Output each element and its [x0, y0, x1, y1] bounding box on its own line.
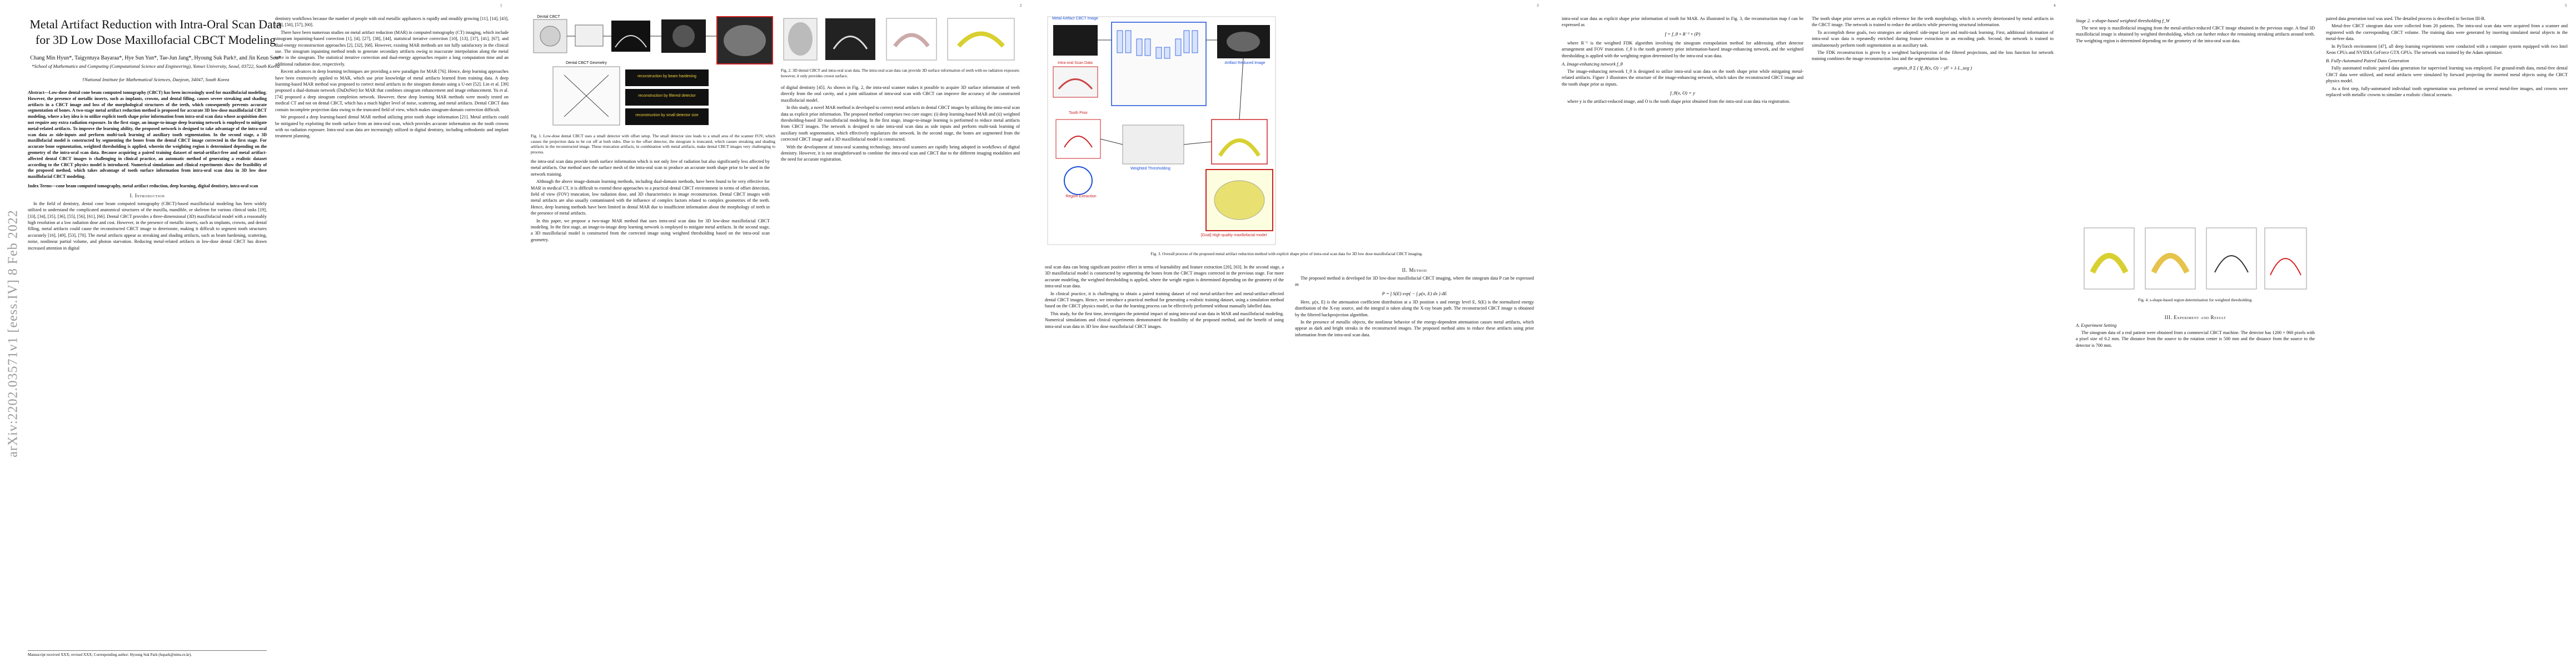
page-number: 1 — [500, 3, 502, 8]
section-experiment: III. Experiment and Result — [2164, 315, 2226, 320]
body-paragraph: intra-oral scan data as explicit shape p… — [1562, 16, 1803, 28]
page4-col1: intra-oral scan data as explicit shape p… — [1562, 16, 1803, 660]
body-paragraph: dentistry workflows because the number o… — [275, 16, 509, 28]
body-paragraph: paired data generation tool was used. Th… — [2326, 16, 2486, 21]
page-3: 3 Metal Artifact CBCT Image Intra-oral S… — [1037, 0, 1545, 667]
page5-col1: Stage 2. s-shape-based weighted threshol… — [2076, 16, 2315, 216]
intro-paragraph: In the field of dentistry, dental cone b… — [28, 201, 267, 251]
figure-2 — [783, 18, 1015, 61]
body-paragraph: In PyTorch environment [47], all deep le… — [2326, 43, 2568, 56]
fig1-label-beam: reconstruction by beam hardening — [637, 74, 696, 78]
body-paragraph: We proposed a deep learning-based dental… — [275, 115, 509, 139]
figure-3 — [1047, 16, 1276, 245]
page-1: 1 Metal Artifact Reduction with Intra-Or… — [22, 0, 511, 667]
subsection-paired-data: B. Fully-Automated Paired Data Generatio… — [2326, 58, 2409, 64]
subsection-a: A. Image-enhancing network f_θ — [1562, 62, 1623, 67]
body-paragraph: As a first step, fully-automated individ… — [2326, 86, 2568, 98]
page-number: 2 — [1020, 3, 1022, 8]
body-paragraph: Recent advances in deep learning techniq… — [275, 69, 509, 112]
body-paragraph: Metal-free CBCT sinogram data were colle… — [2326, 23, 2568, 42]
fig1-label-filter: reconstruction by filtered detector — [638, 94, 696, 98]
body-paragraph: Here, μ(x, E) is the attenuation coeffic… — [1295, 299, 1534, 317]
page-5: 5 Stage 2. s-shape-based weighted thresh… — [2070, 0, 2573, 667]
subsection-stage2: Stage 2. s-shape-based weighted threshol… — [2076, 18, 2170, 23]
body-paragraph: Fully automated realistic paired data ge… — [2326, 66, 2568, 84]
figure-1 — [533, 16, 773, 126]
body-paragraph: In clinical practice, it is challenging … — [1045, 291, 1284, 309]
fig2-caption: Fig. 2. 3D dental CBCT and intra-oral sc… — [781, 68, 1020, 78]
page1-col1: Abstract—Low-dose dental cone beam compu… — [28, 90, 267, 663]
equation-1: P = ∫ S(E) exp( − ∫ μ(x, E) dx ) dE — [1295, 291, 1534, 296]
equation-text: f_θ(x, O) = y — [1670, 90, 1695, 96]
fig4-caption: Fig. 4. s-shape-based region determinati… — [2137, 297, 2253, 302]
body-paragraph: The sinogram data of a real patient were… — [2076, 330, 2315, 348]
fig3-label-goal: [Goal] High quality maxillofacial model — [1200, 233, 1267, 237]
fig3-label-region: Region Extraction — [1065, 195, 1097, 198]
fig1-label-dental-cbct: Dental CBCT — [537, 15, 560, 19]
paper-title: Metal Artifact Reduction with Intra-Oral… — [29, 17, 282, 47]
body-paragraph: In the presence of metallic objects, the… — [1295, 320, 1534, 337]
body-paragraph: With the development of intra-oral scann… — [781, 144, 1020, 162]
index-terms: Index Terms—cone beam computed tomograph… — [28, 183, 258, 188]
fig3-label-reduced: Artifact Reduced Image — [1224, 61, 1265, 65]
body-paragraph: The next step is maxillofacial imaging f… — [2076, 26, 2315, 43]
page5-col2: paired data generation tool was used. Th… — [2326, 16, 2568, 660]
body-paragraph: To accomplish these goals, two strategie… — [1812, 29, 2054, 48]
fig3-label-prior: Tooth Prior — [1069, 111, 1088, 115]
body-paragraph: oral scan data can bring significant pos… — [1045, 265, 1284, 289]
page2-col1: the intra-oral scan data provide tooth s… — [531, 158, 770, 661]
figure-4 — [2084, 227, 2307, 290]
fig3-caption: Fig. 3. Overall process of the proposed … — [1150, 251, 1423, 256]
body-paragraph: This study, for the first time, investig… — [1045, 311, 1284, 329]
page1-col2: dentistry workflows because the number o… — [275, 16, 509, 660]
fig1-label-geometry: Dental CBCT Geometry — [566, 61, 607, 65]
paper-affiliation-1: *School of Mathematics and Computing (Co… — [31, 63, 280, 69]
body-paragraph: where y is the artifact-reduced image, a… — [1567, 99, 1791, 104]
fig1-caption: Fig. 1. Low-dose dental CBCT uses a smal… — [531, 133, 775, 155]
page-number: 3 — [1537, 3, 1539, 8]
body-paragraph: The tooth shape prior serves as an expli… — [1812, 16, 2054, 28]
fig1-label-small: reconstruction by small detector size — [635, 113, 699, 117]
page2-col2: of digital dentistry [45]. As shown in F… — [781, 84, 1020, 663]
section-introduction: I. Introduction — [129, 192, 165, 198]
arxiv-stamp: arXiv:2202.03571v1 [eess.IV] 8 Feb 2022 — [6, 210, 21, 457]
page-4: 4 intra-oral scan data as explicit shape… — [1553, 0, 2062, 667]
fig3-label-weight: Weighted Thresholding — [1130, 167, 1170, 171]
body-paragraph: of digital dentistry [45]. As shown in F… — [781, 85, 1020, 103]
page-number: 5 — [2565, 3, 2567, 8]
page-2: 2 Dental CBCT Dental CBCT Geometry recon… — [520, 0, 1028, 667]
page3-col1: oral scan data can bring significant pos… — [1045, 264, 1284, 661]
equation-text: f = f_θ ∘ R⁻¹ ∘ (P) — [1665, 31, 1701, 37]
body-paragraph: In this paper, we propose a two-stage MA… — [531, 218, 770, 242]
body-paragraph: Although the above image-domain learning… — [531, 179, 770, 216]
subsection-experiment-setting: A. Experiment Setting — [2076, 323, 2117, 328]
page4-col2: The tooth shape prior serves as an expli… — [1812, 16, 2054, 660]
body-paragraph: The image-enhancing network f_θ is desig… — [1562, 69, 1803, 87]
equation-4: argmin_θ Σ ( ‖f_θ(x, O) − y‖² + λ L_seg … — [1812, 65, 2054, 71]
fig3-label-input: Metal Artifact CBCT Image — [1052, 17, 1098, 21]
body-paragraph: The FDK reconstruction is given by a wei… — [1812, 50, 2054, 62]
section-method: II. Method — [1402, 267, 1427, 273]
footnote: Manuscript received XXX; revised XXX; Co… — [28, 650, 267, 658]
equation-3: f_θ(x, O) = y — [1562, 90, 1803, 96]
equation-text: argmin_θ Σ ( ‖f_θ(x, O) − y‖² + λ L_seg … — [1893, 64, 1972, 71]
equation-text: P = ∫ S(E) exp( − ∫ μ(x, E) dx ) dE — [1382, 290, 1447, 296]
body-paragraph: There have been numerous studies on meta… — [275, 29, 509, 67]
page-number: 4 — [2054, 3, 2056, 8]
abstract: Abstract—Low-dose dental cone beam compu… — [28, 90, 267, 180]
body-paragraph: The proposed method is developed for 3D … — [1295, 276, 1534, 287]
body-paragraph: In this study, a novel MAR method is dev… — [781, 105, 1020, 142]
equation-2: f = f_θ ∘ R⁻¹ ∘ (P) — [1562, 31, 1803, 37]
paper-affiliation-2: †National Institute for Mathematical Sci… — [82, 77, 230, 82]
page5-col1b: III. Experiment and Result A. Experiment… — [2076, 311, 2315, 661]
body-paragraph: where R⁻¹ is the weighted FDK algorithm … — [1562, 40, 1803, 58]
body-paragraph: the intra-oral scan data provide tooth s… — [531, 159, 770, 177]
page3-col2: II. Method The proposed method is develo… — [1295, 264, 1534, 661]
paper-authors: Chang Min Hyun*, Taigyntuya Bayaraa*, Hy… — [30, 55, 281, 61]
fig3-label-seg: Intra-oral Scan Data — [1058, 61, 1093, 65]
